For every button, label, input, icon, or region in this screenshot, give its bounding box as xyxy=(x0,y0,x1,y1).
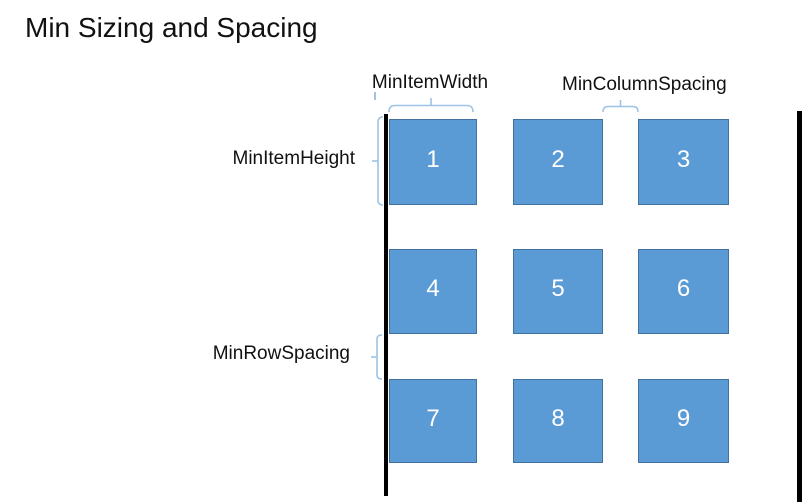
grid-item-5: 5 xyxy=(513,249,603,334)
grid-item-number: 4 xyxy=(426,275,440,302)
label-min-column-spacing: MinColumnSpacing xyxy=(562,74,727,95)
grid-item-1: 1 xyxy=(389,119,477,205)
right-boundary-line xyxy=(797,111,802,502)
grid-item-9: 9 xyxy=(638,379,729,463)
grid-item-7: 7 xyxy=(389,379,477,463)
grid-item-number: 6 xyxy=(676,275,691,302)
grid-item-8: 8 xyxy=(513,379,603,463)
item-height-brace-icon xyxy=(372,116,384,206)
grid-item-number: 1 xyxy=(426,145,440,173)
grid-item-2: 2 xyxy=(513,119,603,205)
item-width-brace-icon xyxy=(388,98,474,113)
grid-item-number: 5 xyxy=(551,275,565,302)
grid-item-6: 6 xyxy=(638,249,729,334)
label-min-item-width: MinItemWidth xyxy=(371,72,489,93)
left-boundary-line xyxy=(384,114,388,496)
grid-item-number: 3 xyxy=(676,145,691,173)
grid-item-number: 2 xyxy=(551,145,565,173)
grid-item-number: 8 xyxy=(551,404,565,432)
label-min-row-spacing: MinRowSpacing xyxy=(212,343,350,364)
grid-item-4: 4 xyxy=(389,249,477,334)
grid-item-number: 9 xyxy=(676,404,691,432)
row-spacing-brace-icon xyxy=(371,334,383,380)
column-spacing-brace-icon xyxy=(602,100,639,113)
label-min-item-height: MinItemHeight xyxy=(232,148,356,169)
grid-item-number: 7 xyxy=(426,404,440,432)
page-title: Min Sizing and Spacing xyxy=(25,12,318,43)
grid-item-3: 3 xyxy=(638,119,729,205)
tick-mark xyxy=(374,92,376,100)
